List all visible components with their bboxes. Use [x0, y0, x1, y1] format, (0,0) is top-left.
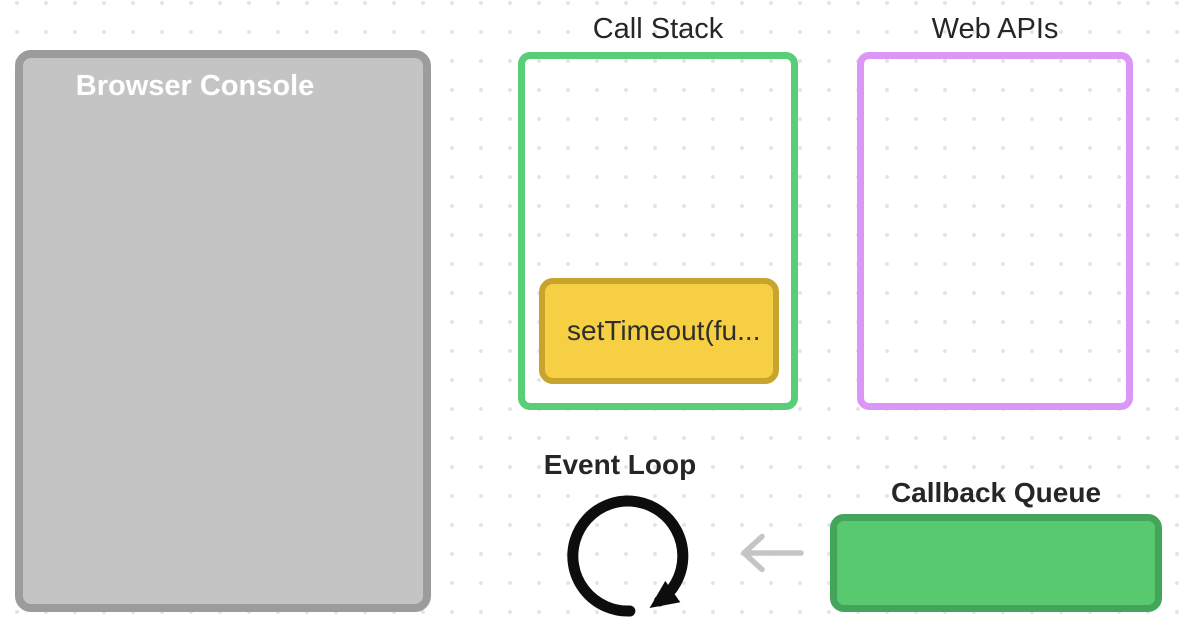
browser-console-panel: Browser Console: [15, 50, 431, 612]
left-arrow-stroke: [741, 533, 804, 573]
stack-frame-settimeout: setTimeout(fu...: [539, 278, 779, 384]
browser-console-title: Browser Console: [75, 70, 315, 102]
web-apis-panel: [857, 52, 1133, 410]
callback-queue-panel: [830, 514, 1162, 612]
call-stack-panel: setTimeout(fu...: [518, 52, 798, 410]
callback-queue-title: Callback Queue: [890, 477, 1102, 508]
event-loop-title: Event Loop: [543, 449, 697, 480]
web-apis-title: Web APIs: [931, 13, 1059, 45]
call-stack-title: Call Stack: [592, 13, 724, 45]
event-loop-clockwise-arrow-icon: [567, 495, 689, 617]
left-arrow-icon: [741, 533, 804, 573]
loop-arc: [567, 495, 689, 617]
